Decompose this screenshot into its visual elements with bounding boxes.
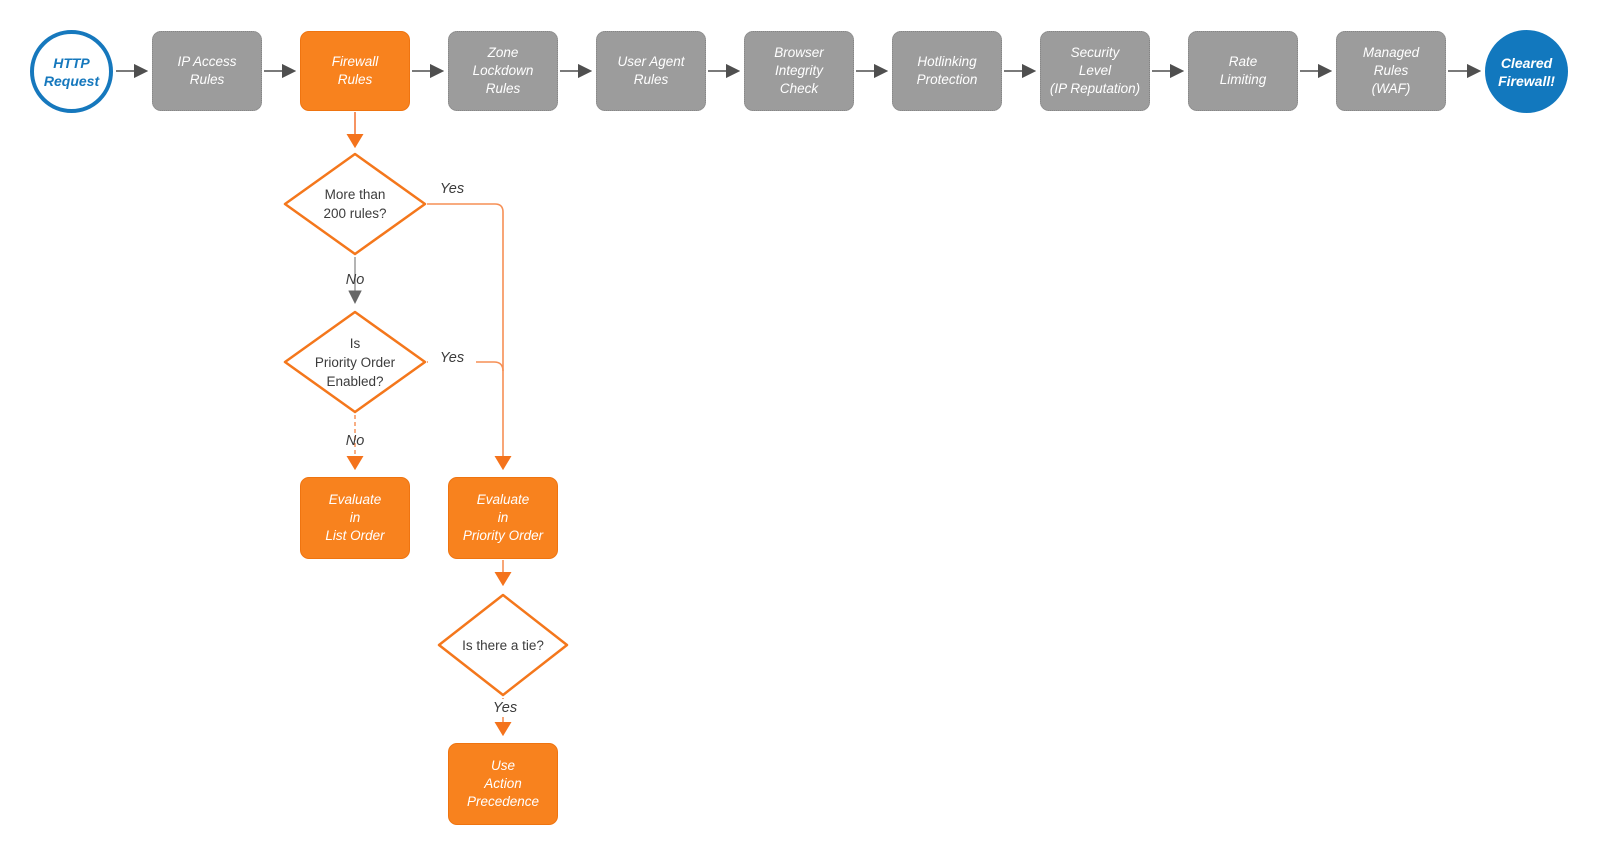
decision-is-there-a-tie: Is there a tie? bbox=[437, 593, 569, 697]
stage-hotlinking-protection: Hotlinking Protection bbox=[892, 31, 1002, 111]
outcome-label: Evaluate in Priority Order bbox=[462, 492, 544, 543]
edge-label-yes-priority: Yes bbox=[428, 349, 476, 367]
stage-label: Rate Limiting bbox=[1219, 54, 1267, 87]
stage-cleared-firewall: Cleared Firewall! bbox=[1485, 30, 1568, 113]
decision-more-than-200-rules: More than 200 rules? bbox=[283, 152, 427, 256]
diamond-shape bbox=[283, 152, 427, 256]
stage-firewall-rules: Firewall Rules bbox=[300, 31, 410, 111]
action-use-action-precedence: Use Action Precedence bbox=[448, 743, 558, 825]
edge-label-yes-200-rules: Yes bbox=[439, 181, 465, 197]
stage-label: Firewall Rules bbox=[331, 54, 379, 87]
stage-label: Security Level (IP Reputation) bbox=[1049, 45, 1141, 96]
stage-label: IP Access Rules bbox=[177, 54, 237, 87]
action-evaluate-list-order: Evaluate in List Order bbox=[300, 477, 410, 559]
edge-label-no-priority: No bbox=[345, 433, 365, 449]
action-evaluate-priority-order: Evaluate in Priority Order bbox=[448, 477, 558, 559]
outcome-label: Evaluate in List Order bbox=[325, 492, 385, 543]
diamond-shape bbox=[283, 310, 427, 414]
edge-label-no-200-rules: No bbox=[345, 272, 365, 288]
stage-label: Browser Integrity Check bbox=[774, 45, 824, 96]
edge-label-yes-tie: Yes bbox=[481, 699, 529, 717]
stage-label: Managed Rules (WAF) bbox=[1362, 45, 1420, 96]
decision-label: Is Priority Order Enabled? bbox=[314, 335, 396, 389]
stage-label: Hotlinking Protection bbox=[916, 54, 978, 87]
stage-label: Cleared Firewall! bbox=[1498, 54, 1555, 89]
decision-priority-order-enabled: Is Priority Order Enabled? bbox=[283, 310, 427, 414]
stage-ip-access-rules: IP Access Rules bbox=[152, 31, 262, 111]
stage-label: User Agent Rules bbox=[617, 54, 685, 87]
stage-rate-limiting: Rate Limiting bbox=[1188, 31, 1298, 111]
diamond-shape bbox=[437, 593, 569, 697]
stage-security-level: Security Level (IP Reputation) bbox=[1040, 31, 1150, 111]
stage-http-request: HTTP Request bbox=[30, 30, 113, 113]
stage-label: Zone Lockdown Rules bbox=[472, 45, 534, 96]
stage-browser-integrity-check: Browser Integrity Check bbox=[744, 31, 854, 111]
decision-label: More than 200 rules? bbox=[323, 187, 387, 221]
stage-user-agent-rules: User Agent Rules bbox=[596, 31, 706, 111]
stage-label: HTTP Request bbox=[43, 54, 100, 89]
decision-label: Is there a tie? bbox=[462, 637, 544, 653]
outcome-label: Use Action Precedence bbox=[466, 758, 540, 809]
stage-zone-lockdown-rules: Zone Lockdown Rules bbox=[448, 31, 558, 111]
stage-managed-rules-waf: Managed Rules (WAF) bbox=[1336, 31, 1446, 111]
